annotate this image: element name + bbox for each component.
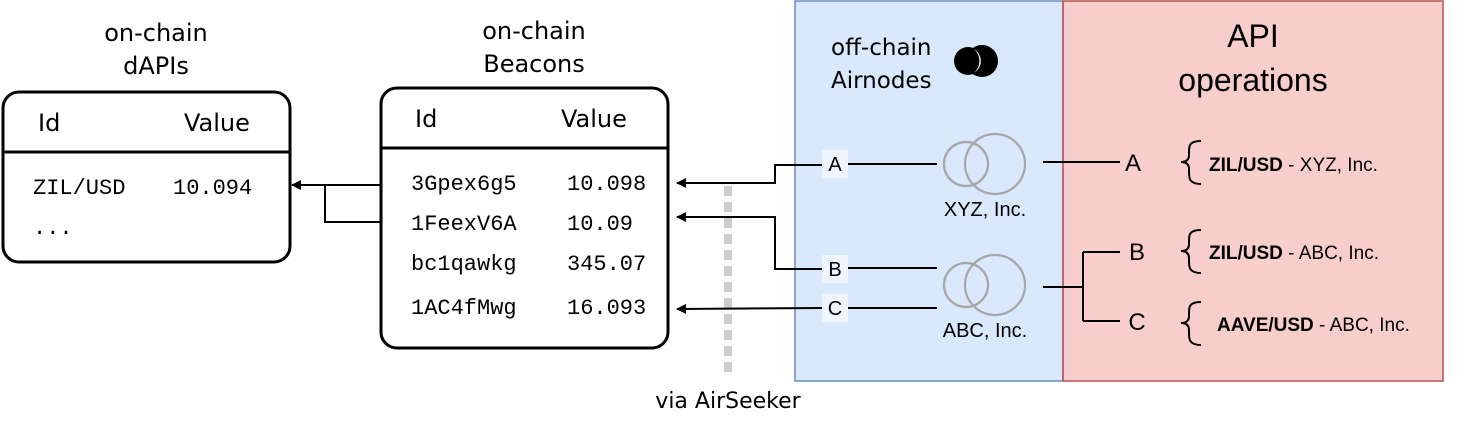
op-a-provider: - XYZ, Inc. bbox=[1283, 155, 1378, 176]
op-b-description: ZIL/USD - ABC, Inc. bbox=[1209, 243, 1379, 264]
beacons-header-value: Value bbox=[561, 105, 627, 133]
op-a-curly-brace bbox=[1180, 140, 1202, 185]
op-c-letter: C bbox=[1128, 309, 1145, 336]
api-operations-panel bbox=[1063, 1, 1443, 381]
dapis-row-id: ZIL/USD bbox=[33, 176, 125, 201]
beacon-2-to-dapi-connector bbox=[324, 185, 381, 223]
beacons-title-line2: Beacons bbox=[483, 50, 585, 78]
abc-to-op-bc-bracket-line bbox=[1043, 251, 1120, 322]
endpoint-a-box bbox=[822, 150, 848, 178]
endpoint-b-to-beacon-2-arrow bbox=[676, 212, 822, 270]
beacon-row-1-value: 10.098 bbox=[567, 172, 646, 197]
endpoint-b-box bbox=[822, 255, 848, 283]
airnode-xyz-icon bbox=[942, 132, 1027, 196]
dapis-header-value: Value bbox=[184, 109, 250, 137]
dapis-row-value: 10.094 bbox=[173, 176, 252, 201]
op-a-description: ZIL/USD - XYZ, Inc. bbox=[1209, 155, 1378, 176]
beacon-row-1-id: 3Gpex6g5 bbox=[411, 172, 517, 197]
op-c-pair: AAVE/USD bbox=[1217, 315, 1314, 336]
beacon-row-3-id: bc1qawkg bbox=[411, 252, 517, 277]
beacon-row-2-id: 1FeexV6A bbox=[411, 212, 517, 237]
op-b-curly-brace bbox=[1180, 229, 1202, 274]
endpoint-b-label: B bbox=[828, 259, 841, 281]
op-b-letter: B bbox=[1129, 239, 1145, 266]
dapis-title-line2: dAPIs bbox=[123, 52, 189, 80]
op-a-letter: A bbox=[1125, 150, 1141, 177]
api-title-line2: operations bbox=[1178, 62, 1327, 98]
beacon-row-3-value: 345.07 bbox=[567, 252, 646, 277]
op-c-description: AAVE/USD - ABC, Inc. bbox=[1217, 315, 1410, 336]
endpoint-c-to-beacon-4-arrow bbox=[676, 303, 823, 314]
beacons-header-id: Id bbox=[415, 105, 437, 133]
airnode-logo-icon bbox=[954, 45, 998, 77]
beacon-row-4-id: 1AC4fMwg bbox=[411, 296, 517, 321]
op-a-pair: ZIL/USD bbox=[1209, 155, 1283, 176]
endpoint-c-box bbox=[822, 294, 848, 322]
op-c-provider: - ABC, Inc. bbox=[1314, 315, 1410, 336]
dapis-ellipsis: ... bbox=[33, 216, 73, 241]
airnode-xyz-label: XYZ, Inc. bbox=[944, 199, 1026, 221]
api-title-line1: API bbox=[1227, 18, 1279, 54]
op-c-curly-brace bbox=[1180, 301, 1202, 346]
airseeker-label: via AirSeeker bbox=[655, 389, 801, 414]
airnodes-title-line2: Airnodes bbox=[831, 68, 932, 94]
beacons-table bbox=[379, 86, 670, 350]
beacon-row-4-value: 16.093 bbox=[567, 296, 646, 321]
endpoint-a-to-beacon-1-arrow bbox=[676, 164, 822, 188]
api-operations-panel-border bbox=[1062, 0, 1444, 382]
airnode-abc-icon bbox=[942, 253, 1027, 317]
op-b-provider: - ABC, Inc. bbox=[1283, 243, 1379, 264]
endpoint-a-label: A bbox=[828, 154, 842, 176]
beacon-row-2-value: 10.09 bbox=[567, 212, 633, 237]
airnodes-title-line1: off-chain bbox=[831, 35, 932, 61]
dapis-title-line1: on-chain bbox=[104, 19, 208, 47]
op-b-pair: ZIL/USD bbox=[1209, 243, 1283, 264]
beacons-title-line1: on-chain bbox=[482, 17, 586, 45]
airnode-abc-label: ABC, Inc. bbox=[943, 320, 1027, 342]
dapis-header-id: Id bbox=[38, 109, 60, 137]
dapis-table bbox=[1, 90, 292, 264]
endpoint-c-label: C bbox=[828, 298, 842, 320]
